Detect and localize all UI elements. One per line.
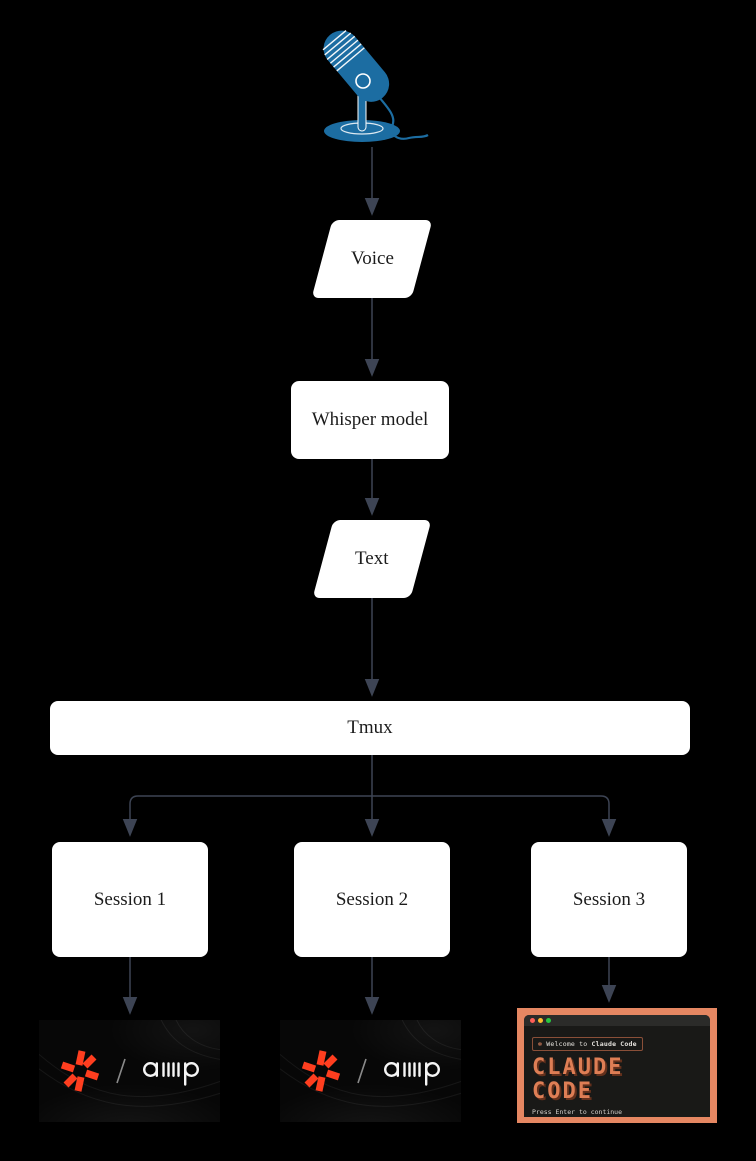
traffic-light-yellow-icon: [538, 1018, 543, 1023]
microphone-icon: [322, 30, 429, 142]
amp-wordmark: [383, 1061, 440, 1086]
welcome-text: Welcome to: [546, 1040, 592, 1048]
node-session-2: Session 2: [294, 842, 450, 957]
welcome-text-bold: Claude Code: [591, 1040, 637, 1048]
claude-code-card: ✻ Welcome to Claude Code CLAUDE CODE Pre…: [517, 1008, 717, 1123]
amp-logo-card-1: [39, 1020, 220, 1122]
ascii-art-line2: CODE: [532, 1079, 593, 1104]
node-tmux-label: Tmux: [347, 717, 393, 738]
spark-icon: ✻: [538, 1040, 543, 1048]
node-whisper-model-label: Whisper model: [311, 409, 429, 430]
node-session-1-label: Session 1: [93, 888, 167, 910]
amp-card-mesh: [39, 1020, 220, 1107]
node-text-label: Text: [355, 548, 389, 569]
node-session-3: Session 3: [531, 842, 687, 957]
amp-logo-card-2: [280, 1020, 461, 1122]
sourcegraph-asterisk-icon: [301, 1050, 340, 1092]
node-voice: Voice: [311, 220, 433, 298]
amp-wordmark: [142, 1061, 199, 1086]
ascii-art-line1: CLAUDE: [532, 1055, 624, 1080]
node-session-2-label: Session 2: [335, 888, 409, 910]
node-voice-label: Voice: [350, 248, 394, 269]
terminal-window: ✻ Welcome to Claude Code CLAUDE CODE Pre…: [524, 1015, 710, 1117]
traffic-light-green-icon: [546, 1018, 551, 1023]
node-session-3-label: Session 3: [572, 888, 646, 910]
sourcegraph-asterisk-icon: [60, 1050, 99, 1092]
traffic-light-red-icon: [530, 1018, 535, 1023]
slash-separator: [115, 1058, 126, 1084]
node-session-1: Session 1: [52, 842, 208, 957]
edge-tmux-session1: [122, 795, 372, 837]
press-enter-hint: Press Enter to continue: [532, 1108, 623, 1116]
node-text: Text: [312, 520, 432, 598]
slash-separator: [356, 1058, 367, 1084]
welcome-banner: ✻ Welcome to Claude Code: [532, 1037, 643, 1051]
terminal-titlebar: [524, 1015, 710, 1026]
node-tmux: Tmux: [50, 701, 690, 755]
node-whisper-model: Whisper model: [291, 381, 449, 459]
edge-tmux-session3: [372, 795, 617, 837]
amp-card-mesh: [280, 1020, 461, 1107]
